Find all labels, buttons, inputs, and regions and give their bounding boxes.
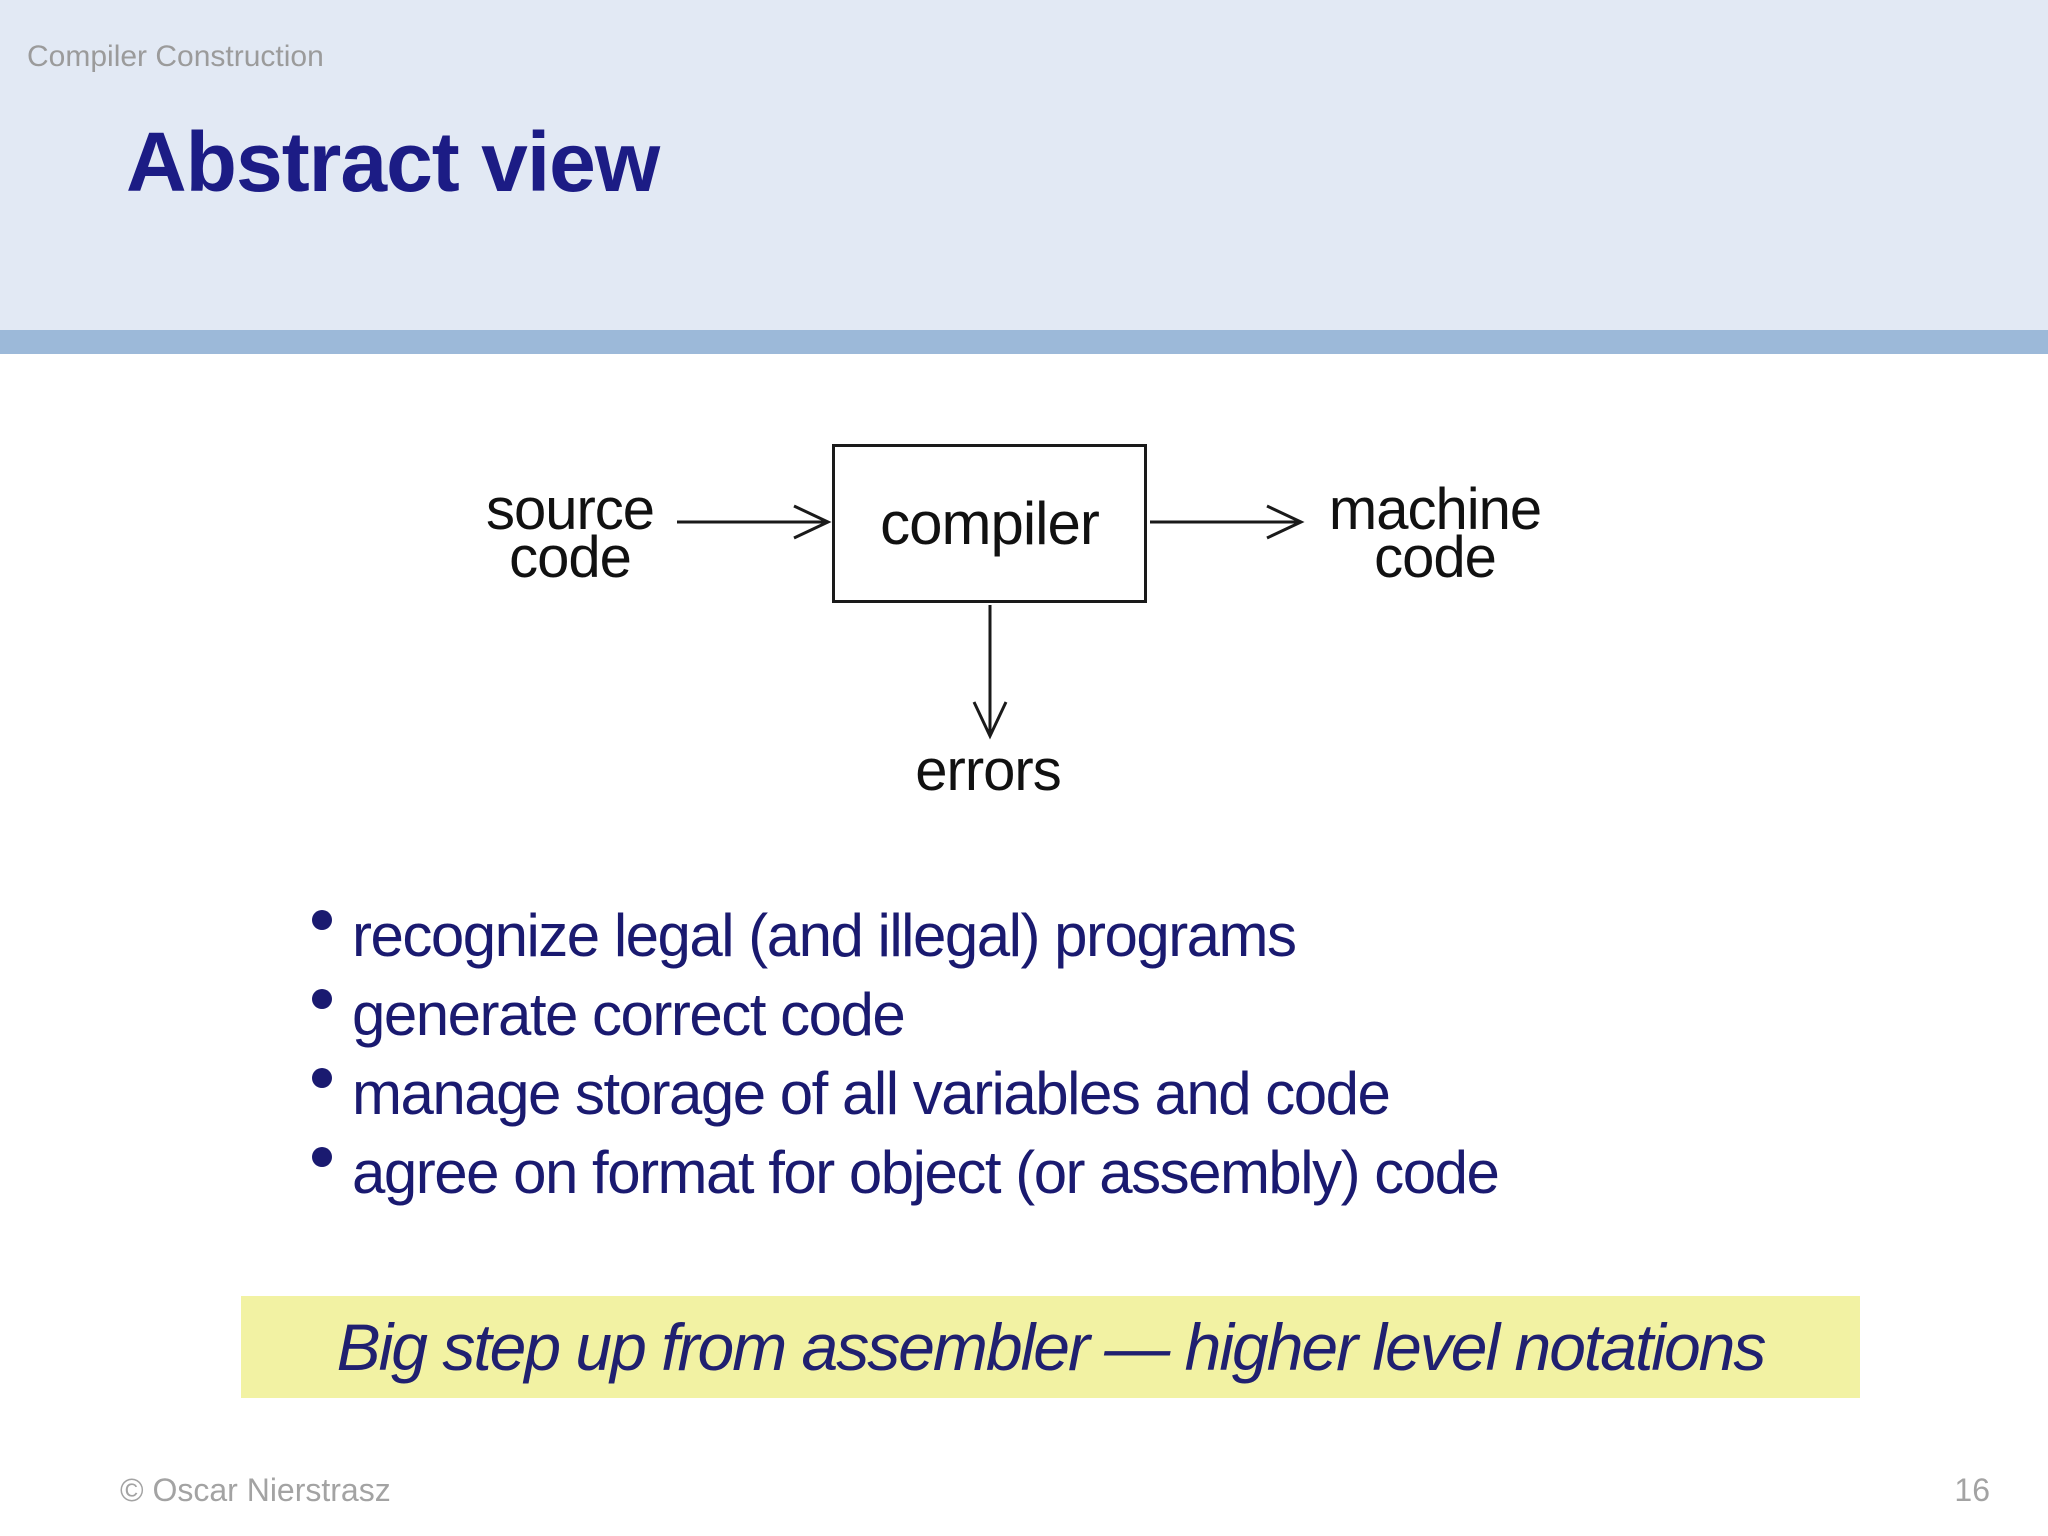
machine-code-line1: machine [1328, 477, 1542, 542]
bullet-item: generate correct code [312, 975, 1872, 1054]
page-title: Abstract view [126, 115, 660, 209]
source-code-line2: code [509, 525, 632, 590]
header-divider-bar [0, 330, 2048, 354]
arrow-compiler-to-errors [972, 605, 1008, 740]
source-code-line1: source [485, 477, 655, 542]
bullet-item: manage storage of all variables and code [312, 1054, 1872, 1133]
compiler-box-label: compiler [880, 490, 1100, 557]
bullet-item: recognize legal (and illegal) programs [312, 896, 1872, 975]
machine-code-label: machine code [1300, 477, 1570, 590]
compiler-box: compiler [832, 444, 1147, 603]
course-label: Compiler Construction [27, 40, 324, 73]
bullet-list: recognize legal (and illegal) programs g… [312, 896, 1872, 1212]
footer-credit: © Oscar Nierstrasz [120, 1472, 391, 1508]
bullet-item: agree on format for object (or assembly)… [312, 1133, 1872, 1212]
callout-banner: Big step up from assembler — higher leve… [241, 1296, 1860, 1398]
errors-label: errors [915, 738, 1061, 803]
source-code-label: source code [440, 477, 700, 590]
header-band: Compiler Construction Abstract view [0, 0, 2048, 330]
machine-code-line2: code [1374, 525, 1497, 590]
page-number: 16 [1954, 1472, 1990, 1508]
arrow-compiler-to-machine [1150, 504, 1305, 540]
callout-text: Big step up from assembler — higher leve… [336, 1310, 1767, 1384]
